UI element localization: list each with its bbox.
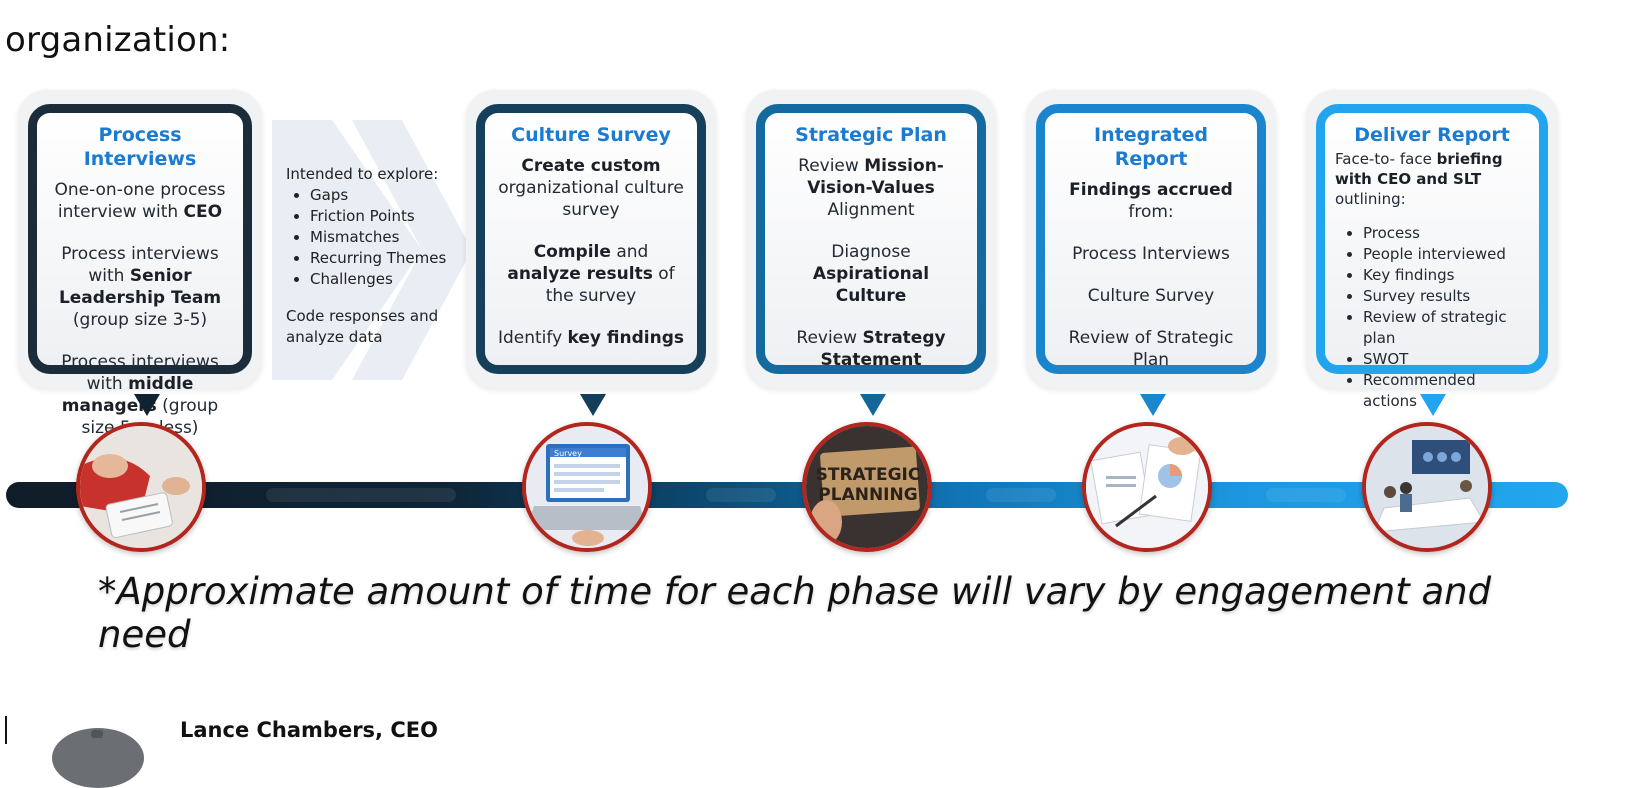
- phase-title: Integrated Report: [1094, 124, 1208, 170]
- timeline-bar: [6, 482, 1568, 508]
- emphasis-text: middle managers: [61, 374, 194, 416]
- body-text: (group size 3-5): [72, 310, 208, 330]
- phase-pointer: [1140, 394, 1166, 416]
- timeline-segment: [266, 488, 456, 502]
- body-text: Review of Strategic Plan: [1068, 328, 1234, 370]
- list-item: Mismatches: [310, 227, 466, 248]
- list-item: Survey results: [1363, 286, 1529, 307]
- phase-title: Strategic Plan: [795, 124, 947, 146]
- phase-step: Identify key findings: [495, 327, 687, 349]
- emphasis-text: Compile: [533, 242, 611, 262]
- deliverables-list: ProcessPeople interviewedKey findingsSur…: [1335, 223, 1529, 412]
- chevron-arrows-icon: [272, 120, 472, 380]
- body-text: Process interviews with: [61, 244, 219, 286]
- body-text: Process Interviews: [1072, 244, 1230, 264]
- section-heading: organization:: [5, 20, 231, 60]
- phase-step: One-on-one process interview with CEO: [47, 179, 233, 223]
- phase-step: Findings accrued from:: [1055, 179, 1247, 223]
- phase-step: Culture Survey: [1055, 285, 1247, 307]
- body-text: of the survey: [545, 264, 675, 306]
- emphasis-text: Mission-Vision-Values: [807, 156, 944, 198]
- timing-footnote: *Approximate amount of time for each pha…: [98, 570, 1492, 656]
- body-text: Culture Survey: [1087, 286, 1215, 306]
- list-item: Challenges: [310, 269, 466, 290]
- emphasis-text: CEO: [183, 202, 223, 222]
- list-item: Friction Points: [310, 206, 466, 227]
- body-text: outlining:: [1335, 190, 1406, 208]
- phase-step: Create custom organizational culture sur…: [495, 155, 687, 221]
- strategic-label-line1: STRATEGIC: [816, 465, 921, 485]
- body-text: Review: [798, 156, 865, 176]
- list-item: Recommended actions: [1363, 370, 1529, 412]
- phase-pointer: [860, 394, 886, 416]
- emphasis-text: Create custom: [521, 156, 661, 176]
- body-text: Diagnose: [831, 242, 911, 262]
- timeline-segment: [986, 488, 1056, 502]
- list-item: Gaps: [310, 185, 466, 206]
- body-text: Face-to- face: [1335, 150, 1437, 168]
- body-text: Identify: [497, 328, 568, 348]
- report-documents-icon: [1082, 422, 1212, 552]
- phase-step: Diagnose Aspirational Culture: [775, 241, 967, 307]
- phase-pointer: [134, 394, 160, 416]
- phase-title: Process Interviews: [83, 124, 197, 170]
- survey-laptop-icon: Survey: [522, 422, 652, 552]
- list-item: Process: [1363, 223, 1529, 244]
- emphasis-text: Strategy Statement: [820, 328, 946, 370]
- body-text: organizational culture survey: [498, 178, 684, 220]
- explore-outro: Code responses and analyze data: [286, 307, 439, 346]
- phase-step: Review Strategy Statement: [775, 327, 967, 371]
- survey-screen-label: Survey: [554, 449, 582, 458]
- phase-step: Process interviews with Senior Leadershi…: [47, 243, 233, 331]
- body-text: Review: [796, 328, 863, 348]
- emphasis-text: briefing with CEO and SLT: [1335, 150, 1503, 188]
- phase-step: Review Mission-Vision-Values Alignment: [775, 155, 967, 221]
- list-item: SWOT: [1363, 349, 1529, 370]
- body-text: and: [610, 242, 649, 262]
- explore-panel: Intended to explore: GapsFriction Points…: [272, 120, 472, 380]
- signature-name: Lance Chambers, CEO: [180, 718, 438, 742]
- timeline-segment: [1266, 488, 1346, 502]
- phase-pointer: [580, 394, 606, 416]
- timeline-segment: [706, 488, 776, 502]
- left-divider: [5, 716, 7, 744]
- strategic-planning-block-icon: STRATEGIC PLANNING: [802, 422, 932, 552]
- body-text: Alignment: [827, 200, 915, 220]
- emphasis-text: Findings accrued: [1069, 180, 1233, 200]
- list-item: People interviewed: [1363, 244, 1529, 265]
- phase-title: Deliver Report: [1354, 124, 1510, 146]
- list-item: Key findings: [1363, 265, 1529, 286]
- emphasis-text: Senior Leadership Team: [58, 266, 222, 308]
- emphasis-text: Aspirational Culture: [812, 264, 930, 306]
- list-item: Review of strategic plan: [1363, 307, 1529, 349]
- strategic-label-line2: PLANNING: [818, 485, 917, 505]
- body-text: from:: [1128, 202, 1174, 222]
- phase-pointer: [1420, 394, 1446, 416]
- emphasis-text: analyze results: [507, 264, 653, 284]
- list-item: Recurring Themes: [310, 248, 466, 269]
- phase-step: Compile and analyze results of the surve…: [495, 241, 687, 307]
- phase-step: Review of Strategic Plan: [1055, 327, 1247, 371]
- body-text: Process interviews with: [61, 352, 219, 394]
- phase-intro: Face-to- face briefing with CEO and SLT …: [1335, 149, 1529, 209]
- explore-intro: Intended to explore:: [286, 165, 439, 183]
- phase-title: Culture Survey: [511, 124, 671, 146]
- explore-list: GapsFriction PointsMismatchesRecurring T…: [286, 185, 466, 290]
- meeting-room-icon: [1362, 422, 1492, 552]
- body-text: One-on-one process interview with: [54, 180, 226, 222]
- emphasis-text: key findings: [567, 328, 685, 348]
- interview-photo-icon: [76, 422, 206, 552]
- phase-step: Process Interviews: [1055, 243, 1247, 265]
- avatar-knob-icon: [91, 730, 103, 738]
